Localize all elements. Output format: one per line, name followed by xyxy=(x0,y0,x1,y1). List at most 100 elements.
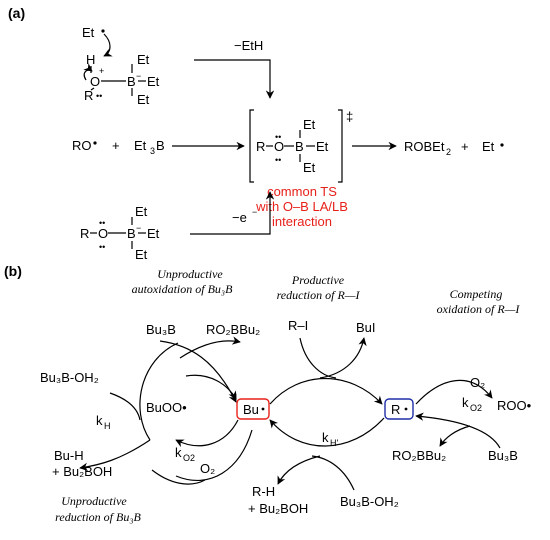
ro2bbu2-top: RO₂BBu₂ xyxy=(206,322,260,337)
kh-sub: H xyxy=(104,421,111,431)
ko2-left-sub: O2 xyxy=(183,453,195,463)
title-mid-line1: Productive xyxy=(291,273,345,287)
bu3b-top: Bu₃B xyxy=(146,322,176,337)
product-subscript: 2 xyxy=(446,147,451,157)
arc-bu3b-oh2-in xyxy=(311,455,355,491)
bottom-lone-pair-bottom: •• xyxy=(99,242,105,252)
et-product-dot xyxy=(500,143,504,147)
bottom-r: R xyxy=(80,226,89,241)
ko2-right: k xyxy=(462,395,469,410)
bui-label: BuI xyxy=(356,320,376,335)
arrow-ro2bbu2-bottom-out xyxy=(439,425,471,447)
o2-left: O₂ xyxy=(200,461,215,476)
ts-b: B xyxy=(295,139,304,154)
bottom-title-line2: reduction of Bu₃B xyxy=(55,510,141,524)
et3b-b: B xyxy=(156,138,165,153)
ts-r: R xyxy=(256,139,265,154)
ro2bbu2-bottom: RO₂BBu₂ xyxy=(392,448,446,463)
bu3b-bottom: Bu₃B xyxy=(488,448,518,463)
ts-bracket-right xyxy=(338,109,343,183)
rh-line1: R-H xyxy=(252,484,275,499)
rh-line2: + Bu₂BOH xyxy=(248,501,308,516)
plus-1: + xyxy=(112,138,120,153)
minus-eth-label: −EtH xyxy=(234,38,263,53)
ts-dagger: ‡ xyxy=(346,109,353,124)
arrow-rh-out xyxy=(277,455,321,485)
minus-e-charge: − xyxy=(252,207,257,217)
r-group: R xyxy=(84,88,93,103)
h-atom: H xyxy=(86,52,95,67)
ts-et-right: Et xyxy=(316,139,329,154)
bottom-o: O xyxy=(98,226,108,241)
buoo-radical: BuOO• xyxy=(146,400,187,415)
roo-radical: ROO• xyxy=(497,398,532,413)
khprime-sub: H' xyxy=(330,438,338,448)
buh-line1: Bu-H xyxy=(54,448,84,463)
arc-bu3b-oh2-in xyxy=(109,392,141,421)
et3b-et: Et xyxy=(134,138,147,153)
arc-inner-top xyxy=(185,374,237,400)
arc-left-outer-top xyxy=(139,342,179,441)
et-radical-text: Et xyxy=(82,25,95,40)
et-top: Et xyxy=(137,52,150,67)
title-right-line1: Competing xyxy=(450,287,503,301)
ro-radical-dot xyxy=(93,141,97,145)
ko2-left: k xyxy=(175,445,182,460)
minus-e-label: −e xyxy=(232,210,247,225)
ts-bracket-left xyxy=(249,109,254,183)
r-radical-dot xyxy=(404,407,408,411)
kh-label: k xyxy=(96,413,103,428)
arrow-to-buh xyxy=(79,439,151,472)
b-minus-charge: − xyxy=(136,71,141,81)
title-mid-line2: reduction of R—I xyxy=(277,288,361,302)
et-bottom: Et xyxy=(137,92,150,107)
o2-right: O₂ xyxy=(470,375,485,390)
arc-o2-in xyxy=(175,429,253,481)
et-right: Et xyxy=(147,74,160,89)
radical-dot xyxy=(101,29,105,33)
title-right-line2: oxidation of R—I xyxy=(437,302,521,316)
arrow-minus-e xyxy=(190,191,275,235)
ts-o: O xyxy=(274,139,284,154)
bond-r-o xyxy=(90,87,95,91)
ts-lone-pair-bottom: •• xyxy=(275,155,281,165)
ts-et-bottom: Et xyxy=(303,160,316,175)
panel-b-label: (b) xyxy=(4,263,22,279)
arrow-minus-eth xyxy=(194,59,275,99)
ts-lone-pair-top: •• xyxy=(275,132,281,142)
product-robet: ROBEt xyxy=(404,139,445,154)
b-atom: B xyxy=(127,74,136,89)
arrow-bu3b-to-r xyxy=(415,412,501,449)
buh-line2: + Bu₂BOH xyxy=(52,464,112,479)
bottom-b: B xyxy=(127,226,136,241)
title-left-line1: Unproductive xyxy=(157,267,223,281)
bottom-lone-pair-top: •• xyxy=(99,218,105,228)
arrow-buoo-to-bu xyxy=(159,340,237,403)
arrow-bu-to-r xyxy=(269,377,383,405)
panel-a-label: (a) xyxy=(8,5,25,21)
ro-radical: RO xyxy=(72,138,92,153)
o-atom: O xyxy=(90,74,100,89)
bottom-et-top: Et xyxy=(135,204,148,219)
et3b-subscript: 3 xyxy=(150,146,155,156)
plus-2: + xyxy=(461,139,469,154)
ko2-right-sub: O2 xyxy=(470,403,482,413)
bu-radical-box xyxy=(236,398,270,420)
ts-et-top: Et xyxy=(303,117,316,132)
arrow-ro2bbu2-out xyxy=(179,336,241,359)
curved-arrow-et-h xyxy=(103,33,113,57)
common-ts-line1: common TS xyxy=(267,184,337,199)
bottom-b-charge: − xyxy=(136,223,141,233)
r-radical: R xyxy=(391,402,400,417)
common-ts-line2: with O–B LA/LB xyxy=(255,199,348,214)
khprime-label: k xyxy=(322,430,329,445)
arc-ri-in xyxy=(299,337,337,379)
lone-pair: •• xyxy=(96,91,102,101)
bu-radical-dot xyxy=(261,407,265,411)
arrow-r-to-roo xyxy=(415,379,493,405)
bu3b-oh2-left: Bu₃B-OH₂ xyxy=(40,370,99,385)
bu3b-oh2-bottom: Bu₃B-OH₂ xyxy=(340,494,399,509)
r-i-label: R–I xyxy=(288,318,308,333)
